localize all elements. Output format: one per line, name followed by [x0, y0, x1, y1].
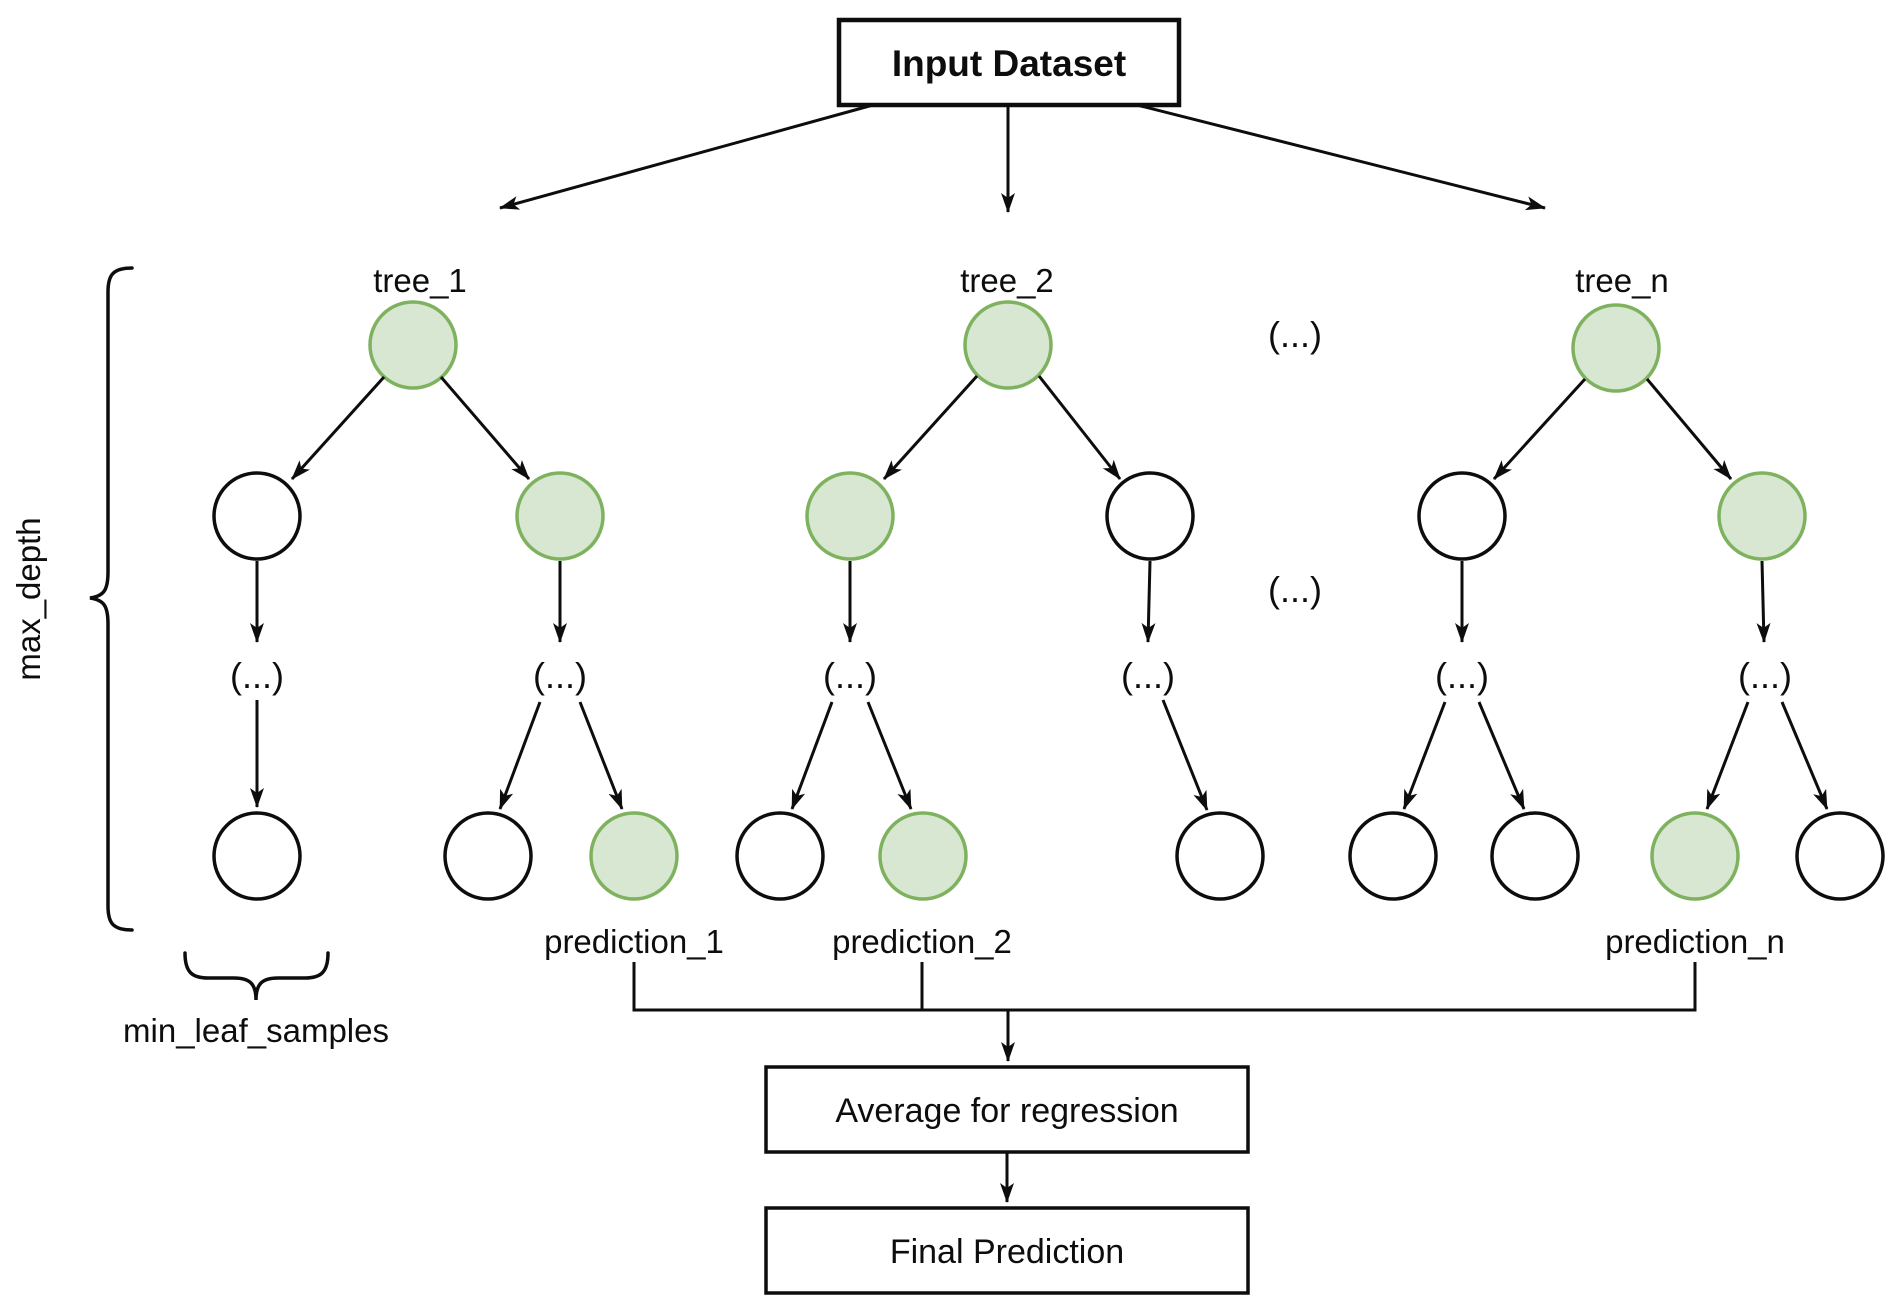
tree-1-right-child-node: [515, 471, 605, 561]
tree-2-prediction-leaf-node: [878, 811, 968, 901]
tree-2-root-node: [963, 300, 1053, 390]
tree-1-left-ellipsis-node: (...): [230, 655, 284, 696]
tree-n-edge: [1780, 701, 1829, 810]
tree-1-prediction-leaf-node: [589, 811, 679, 901]
tree-1-edge: [290, 375, 386, 481]
tree-n-edge: [1402, 701, 1447, 810]
tree-n-right-ellipsis-node: (...): [1738, 655, 1792, 696]
tree-n-leaf-node: [1348, 811, 1438, 901]
final-prediction-box: Final Prediction: [764, 1206, 1250, 1295]
prediction-bus: [632, 962, 1697, 1062]
tree-2-label: tree_2: [960, 262, 1054, 299]
tree-n-right-child-node: [1717, 471, 1807, 561]
tree-2-right-ellipsis-node: (...): [1121, 655, 1175, 696]
tree-1-edge: [498, 701, 542, 810]
tree-n-root-node: [1571, 303, 1661, 393]
min-leaf-samples-brace: [183, 951, 330, 1001]
prediction-bus-line: [632, 962, 1697, 1012]
tree-2-leaf-node: [735, 811, 825, 901]
tree-1-edge: [578, 701, 624, 810]
tree-2-edge: [1037, 375, 1122, 480]
input-dataset-rect: [836, 17, 1182, 108]
tree-2-edge: [790, 701, 834, 810]
tree-1: tree_1 (...) (...) prediction_1: [212, 262, 724, 960]
tree-1-prediction-label: prediction_1: [544, 923, 724, 960]
tree-n-edge: [1492, 377, 1587, 481]
tree-2-edge: [882, 374, 979, 481]
tree-2-edge: [1161, 699, 1209, 811]
tree-n-left-child-node: [1417, 471, 1507, 561]
edge-input-to-tree-n: [1136, 103, 1546, 211]
average-box: Average for regression: [764, 1065, 1250, 1154]
tree-1-right-ellipsis-node: (...): [533, 655, 587, 696]
tree-n-edges: [1402, 377, 1829, 810]
tree-2-right-child-node: [1105, 471, 1195, 561]
final-prediction-label: Final Prediction: [890, 1233, 1124, 1271]
tree-1-edge: [439, 376, 531, 480]
tree-2: tree_2 (...) (...) prediction_2: [735, 262, 1265, 960]
average-label: Average for regression: [835, 1092, 1178, 1130]
tree-2-edge: [1141, 560, 1156, 643]
trees-ellipsis-separator-top: (...): [1268, 314, 1322, 355]
max-depth-annotation: max_depth: [10, 266, 134, 932]
tree-2-edge: [866, 701, 913, 810]
input-dataset-label: Input Dataset: [892, 43, 1126, 84]
tree-2-edges: [790, 374, 1209, 811]
tree-n-prediction-label: prediction_n: [1605, 923, 1785, 960]
input-dataset-box: Input Dataset: [836, 17, 1182, 108]
tree-2-prediction-label: prediction_2: [832, 923, 1012, 960]
tree-1-edges: [250, 375, 624, 810]
tree-n-prediction-leaf-node: [1650, 811, 1740, 901]
final-prediction-rect: [764, 1206, 1250, 1295]
tree-1-leaf-node: [212, 811, 302, 901]
tree-2-leaf-node: [1175, 811, 1265, 901]
tree-1-left-child-node: [212, 471, 302, 561]
tree-n-left-ellipsis-node: (...): [1435, 655, 1489, 696]
trees-ellipsis-separator-middle: (...): [1268, 569, 1322, 610]
tree-1-label: tree_1: [373, 262, 467, 299]
min-leaf-samples-label: min_leaf_samples: [123, 1012, 389, 1049]
tree-n-label: tree_n: [1575, 262, 1669, 299]
tree-n: tree_n (...) (...) prediction_n: [1348, 262, 1885, 960]
tree-n-edge: [1477, 701, 1526, 810]
tree-2-left-child-node: [805, 471, 895, 561]
tree-n-edge: [1705, 701, 1750, 810]
edge-input-to-tree-1: [499, 103, 874, 210]
tree-n-leaf-node: [1490, 811, 1580, 901]
max-depth-label: max_depth: [10, 517, 47, 680]
tree-n-edge: [1645, 378, 1733, 480]
tree-1-root-node: [368, 300, 458, 390]
tree-n-edge: [1756, 560, 1771, 643]
tree-1-leaf-node: [443, 811, 533, 901]
tree-2-left-ellipsis-node: (...): [823, 655, 877, 696]
min-leaf-samples-annotation: min_leaf_samples: [123, 951, 389, 1049]
input-fanout-edges: [499, 103, 1546, 213]
max-depth-brace: [89, 266, 134, 932]
tree-n-leaf-node: [1795, 811, 1885, 901]
